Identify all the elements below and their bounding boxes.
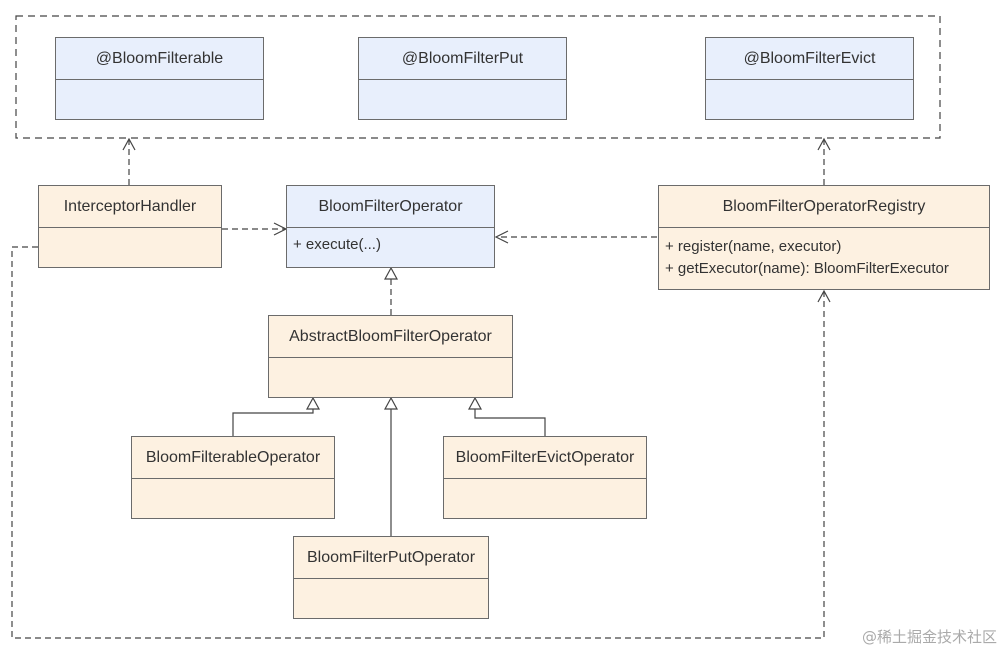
hollow-triangle-head [305, 396, 321, 410]
annotation-bloom-filter-put[interactable]: @BloomFilterPut [358, 37, 567, 120]
member-register: + register(name, executor) [665, 238, 842, 255]
class-bloom-filter-operator-registry[interactable]: BloomFilterOperatorRegistry + register(n… [658, 185, 990, 290]
class-body [359, 80, 566, 119]
open-arrow-head [494, 230, 509, 244]
open-arrow-head [817, 137, 831, 151]
class-title: BloomFilterOperatorRegistry [659, 186, 989, 228]
class-bloom-filter-put-operator[interactable]: BloomFilterPutOperator [293, 536, 489, 619]
member-get-executor: + getExecutor(name): BloomFilterExecutor [665, 260, 949, 277]
open-arrow-head [122, 137, 136, 151]
class-bloom-filterable-operator[interactable]: BloomFilterableOperator [131, 436, 335, 519]
class-interceptor-handler[interactable]: InterceptorHandler [38, 185, 222, 268]
member-execute: + execute(...) [293, 236, 381, 253]
class-title: BloomFilterEvictOperator [444, 437, 646, 479]
class-members: + register(name, executor) + getExecutor… [659, 228, 989, 289]
class-bloom-filter-evict-operator[interactable]: BloomFilterEvictOperator [443, 436, 647, 519]
class-members: + execute(...) [287, 228, 494, 267]
class-title: BloomFilterPutOperator [294, 537, 488, 579]
class-title: @BloomFilterable [56, 38, 263, 80]
class-body [706, 80, 913, 119]
open-arrow-head [817, 289, 831, 303]
class-title: BloomFilterableOperator [132, 437, 334, 479]
class-title: BloomFilterOperator [287, 186, 494, 228]
watermark: @稀土掘金技术社区 [861, 628, 997, 646]
generalization-filterable-to-abstract [232, 409, 314, 436]
annotation-group-frame [15, 15, 941, 139]
class-title: AbstractBloomFilterOperator [269, 316, 512, 358]
dependency-interceptor-to-registry [11, 246, 825, 639]
class-body [39, 228, 221, 267]
class-body [132, 479, 334, 518]
hollow-triangle-head [383, 396, 399, 410]
class-body [56, 80, 263, 119]
hollow-triangle-head [467, 396, 483, 410]
class-body [294, 579, 488, 618]
interface-bloom-filter-operator[interactable]: BloomFilterOperator + execute(...) [286, 185, 495, 268]
class-body [444, 479, 646, 518]
class-abstract-bloom-filter-operator[interactable]: AbstractBloomFilterOperator [268, 315, 513, 398]
generalization-evict-to-abstract [474, 409, 546, 436]
class-title: InterceptorHandler [39, 186, 221, 228]
annotation-bloom-filterable[interactable]: @BloomFilterable [55, 37, 264, 120]
class-title: @BloomFilterEvict [706, 38, 913, 80]
class-title: @BloomFilterPut [359, 38, 566, 80]
annotation-bloom-filter-evict[interactable]: @BloomFilterEvict [705, 37, 914, 120]
class-body [269, 358, 512, 397]
hollow-triangle-head [383, 266, 399, 280]
